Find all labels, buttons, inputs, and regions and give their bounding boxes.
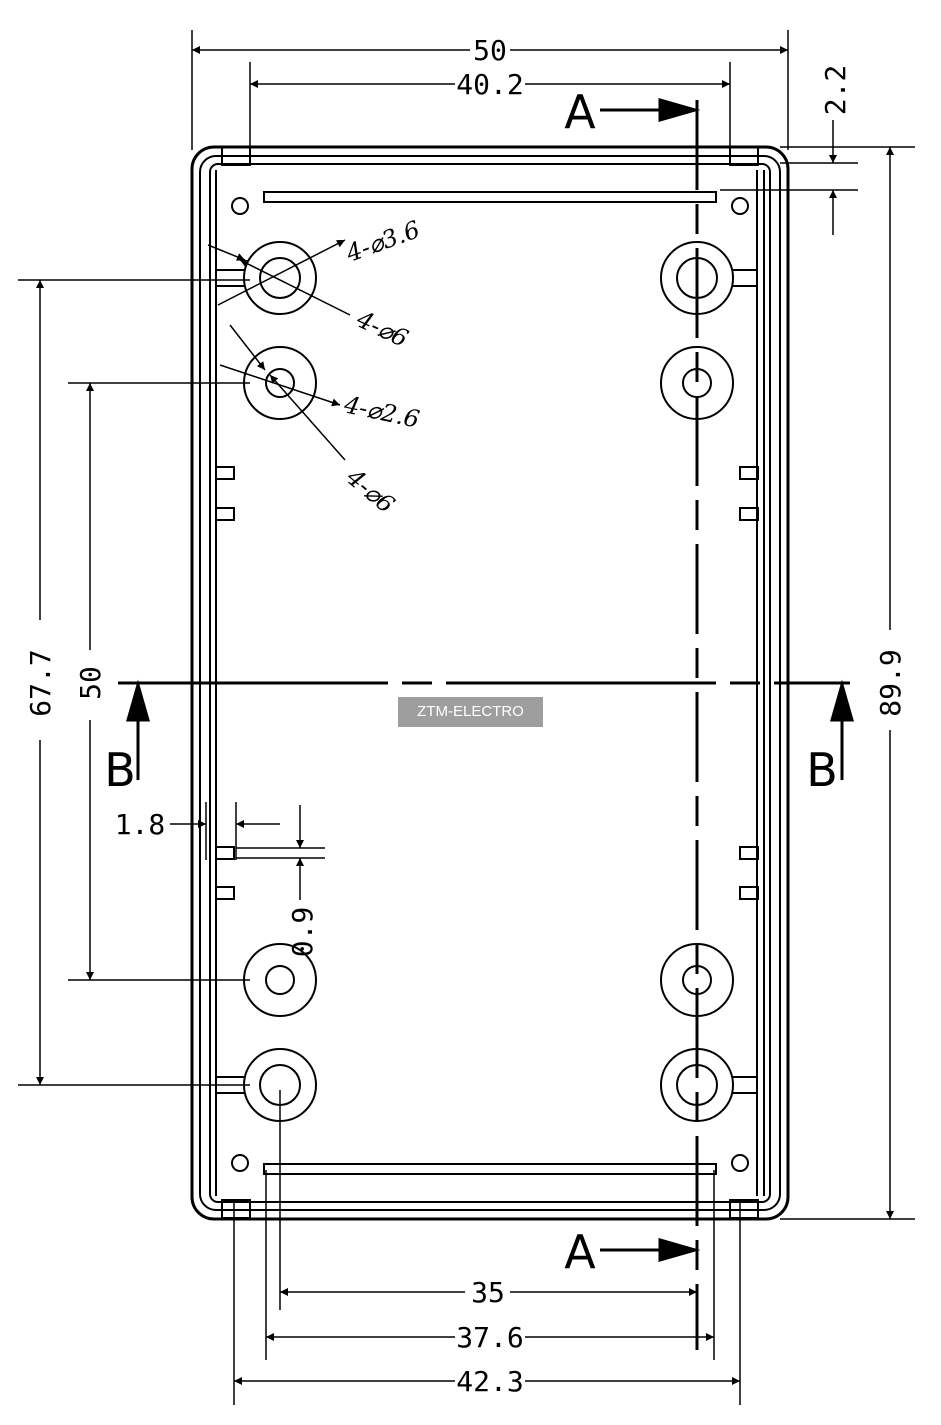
section-label-b-left: B xyxy=(104,743,136,797)
keyhole-bottom-right xyxy=(731,1154,749,1172)
dim-bottom-pitch: 35 xyxy=(471,1276,505,1309)
keyhole-top-right xyxy=(731,197,749,215)
dim-rib-thickness: 1.8 xyxy=(115,808,166,841)
callout-hole-small: 4-⌀2.6 xyxy=(341,390,422,433)
rib-slot xyxy=(215,507,235,521)
bottom-rail xyxy=(263,1163,717,1175)
dim-slot-gap: 0.9 xyxy=(286,907,319,958)
rib-slot xyxy=(215,846,235,860)
section-label-b-right: B xyxy=(806,743,838,797)
callout-boss-large: 4-⌀6 xyxy=(352,305,413,353)
keyhole-top-left xyxy=(231,197,249,215)
callout-boss-small: 4-⌀6 xyxy=(340,463,399,519)
rib-slot xyxy=(215,886,235,900)
section-label-a-bottom: A xyxy=(564,1225,596,1279)
dim-left-inner-span: 50 xyxy=(74,666,107,700)
callout-hole-large: 4-⌀3.6 xyxy=(342,215,424,268)
dim-left-outer-span: 67.7 xyxy=(24,649,57,716)
rib-slot xyxy=(215,466,235,480)
dim-top-width: 50 xyxy=(473,34,507,67)
section-label-a-top: A xyxy=(564,85,596,139)
dim-bottom-inner-width: 37.6 xyxy=(456,1321,523,1354)
corner-tab-bottom-left xyxy=(221,1199,251,1219)
rib-slot xyxy=(739,507,759,521)
dim-top-inner-width: 40.2 xyxy=(456,68,523,101)
rib-slot xyxy=(739,466,759,480)
dim-wall-offset: 2.2 xyxy=(819,65,852,116)
watermark: ZTM-ELECTRO xyxy=(398,697,543,727)
dim-right-height: 89.9 xyxy=(874,649,907,716)
corner-tab-top-right xyxy=(729,146,759,166)
rib-slot xyxy=(739,886,759,900)
top-rail xyxy=(263,191,717,203)
dim-bottom-outer-width: 42.3 xyxy=(456,1365,523,1398)
keyhole-bottom-left xyxy=(231,1154,249,1172)
corner-tab-bottom-right xyxy=(729,1199,759,1219)
corner-tab-top-left xyxy=(221,146,251,166)
boss-large-top-left xyxy=(243,241,317,315)
rib-slot xyxy=(739,846,759,860)
